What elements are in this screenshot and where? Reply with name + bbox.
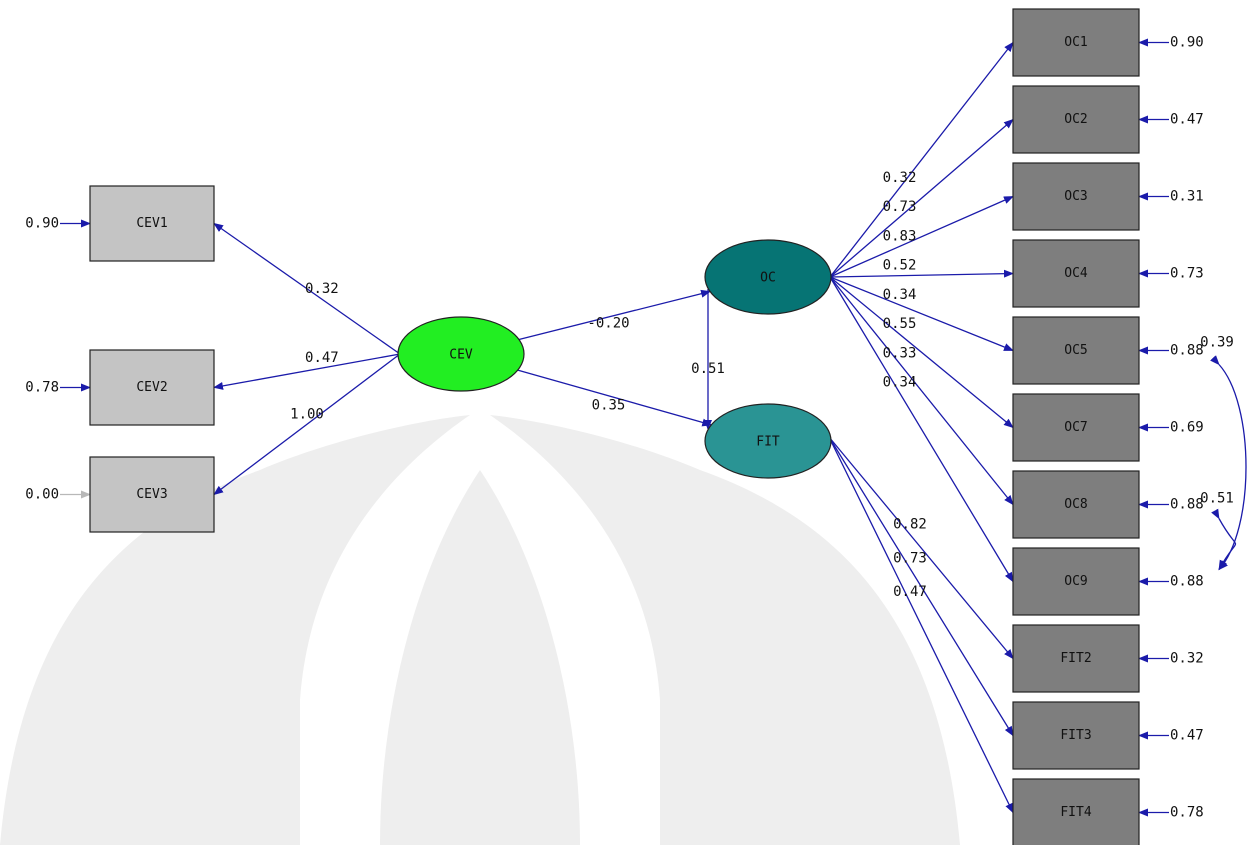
indicator-box-oc8 (1012, 470, 1140, 539)
loading-value-cev2: 0.47 (305, 350, 339, 366)
loading-arrow-oc1 (829, 41, 1014, 278)
loading-value-oc1: 0.32 (883, 170, 917, 186)
indicator-label-oc9: OC9 (1064, 574, 1087, 589)
covariance-arc-oc8-oc9 (1211, 508, 1237, 571)
loading-value-oc9: 0.34 (883, 375, 917, 391)
error-value-cev3: 0.00 (25, 487, 59, 503)
indicator-label-oc3: OC3 (1064, 189, 1087, 204)
indicator-box-cev2 (89, 349, 215, 426)
loading-value-oc8: 0.33 (883, 345, 917, 361)
loading-value-oc3: 0.83 (883, 228, 917, 244)
indicator-label-fit3: FIT3 (1060, 728, 1091, 743)
path-value-cev-oc: -0.20 (587, 316, 629, 332)
latent-ellipse-oc (704, 239, 832, 315)
error-value-oc9: 0.88 (1170, 574, 1204, 590)
indicator-box-oc1 (1012, 8, 1140, 77)
error-value-oc7: 0.69 (1170, 420, 1204, 436)
loading-value-fit4: 0.47 (893, 584, 927, 600)
error-value-fit3: 0.47 (1170, 728, 1204, 744)
loading-value-oc5: 0.34 (883, 287, 917, 303)
watermark-seal (0, 415, 960, 845)
indicator-label-oc1: OC1 (1064, 35, 1087, 50)
loading-arrow-cev1 (213, 222, 401, 355)
indicator-box-oc2 (1012, 85, 1140, 154)
loading-arrow-fit4 (828, 436, 1014, 814)
loading-value-oc4: 0.52 (883, 258, 917, 274)
indicator-box-fit2 (1012, 624, 1140, 693)
loading-value-oc2: 0.73 (883, 199, 917, 215)
loading-arrow-fit3 (828, 436, 1014, 737)
latent-ellipse-cev (397, 316, 525, 392)
indicator-box-oc7 (1012, 393, 1140, 462)
loading-value-cev1: 0.32 (305, 281, 339, 297)
loading-value-fit3: 0.73 (893, 550, 927, 566)
covariance-value-oc8-oc9: 0.51 (1200, 491, 1234, 507)
loading-value-oc7: 0.55 (883, 316, 917, 332)
indicator-label-oc8: OC8 (1064, 497, 1087, 512)
latent-label-oc: OC (760, 271, 776, 286)
error-value-cev2: 0.78 (25, 380, 59, 396)
error-value-oc1: 0.90 (1170, 35, 1204, 51)
error-value-oc5: 0.88 (1170, 343, 1204, 359)
indicator-box-cev3 (89, 456, 215, 533)
indicator-label-oc4: OC4 (1064, 266, 1088, 281)
indicator-box-cev1 (89, 185, 215, 262)
indicator-box-oc9 (1012, 547, 1140, 616)
loading-value-fit2: 0.82 (893, 516, 927, 532)
error-value-cev1: 0.90 (25, 216, 59, 232)
latent-ellipse-fit (704, 403, 832, 479)
error-value-oc8: 0.88 (1170, 497, 1204, 513)
indicator-label-fit2: FIT2 (1060, 651, 1091, 666)
indicator-box-fit3 (1012, 701, 1140, 770)
indicator-box-oc5 (1012, 316, 1140, 385)
indicator-label-cev1: CEV1 (136, 216, 167, 231)
error-value-oc4: 0.73 (1170, 266, 1204, 282)
error-value-oc3: 0.31 (1170, 189, 1204, 205)
error-value-fit4: 0.78 (1170, 805, 1204, 821)
loading-arrow-oc4 (829, 269, 1014, 278)
covariance-value-oc5-oc9: 0.39 (1200, 335, 1234, 351)
loading-arrow-oc5 (829, 276, 1014, 352)
loading-arrow-oc3 (829, 195, 1014, 278)
indicator-label-cev3: CEV3 (136, 487, 167, 502)
loading-arrow-oc7 (829, 276, 1014, 429)
error-value-oc2: 0.47 (1170, 112, 1204, 128)
indicator-label-oc2: OC2 (1064, 112, 1087, 127)
path-value-oc-fit: 0.51 (691, 361, 725, 377)
loading-arrow-oc2 (829, 118, 1014, 278)
latent-label-fit: FIT (756, 435, 780, 450)
indicator-box-oc4 (1012, 239, 1140, 308)
loading-arrow-cev2 (213, 353, 401, 390)
indicator-box-fit4 (1012, 778, 1140, 845)
error-value-fit2: 0.32 (1170, 651, 1204, 667)
label-layer: 0.32 0.47 1.00 0.32 0.73 0.83 0.52 0.34 0.55 0.33… (25, 35, 1234, 821)
path-arrow-cev-fit (517, 369, 713, 427)
loading-arrow-cev3 (213, 353, 401, 496)
loading-value-cev3: 1.00 (290, 406, 324, 422)
indicator-label-cev2: CEV2 (136, 380, 167, 395)
loading-arrow-fit2 (828, 436, 1014, 660)
loading-arrow-oc8 (829, 276, 1014, 506)
indicator-label-oc7: OC7 (1064, 420, 1087, 435)
path-value-cev-fit: 0.35 (592, 398, 626, 414)
indicator-label-fit4: FIT4 (1060, 805, 1091, 820)
indicator-label-oc5: OC5 (1064, 343, 1087, 358)
latent-label-cev: CEV (449, 348, 473, 363)
path-arrow-cev-oc (518, 289, 712, 341)
indicator-box-oc3 (1012, 162, 1140, 231)
loading-arrow-oc9 (829, 276, 1014, 583)
edge-layer (60, 38, 1247, 817)
